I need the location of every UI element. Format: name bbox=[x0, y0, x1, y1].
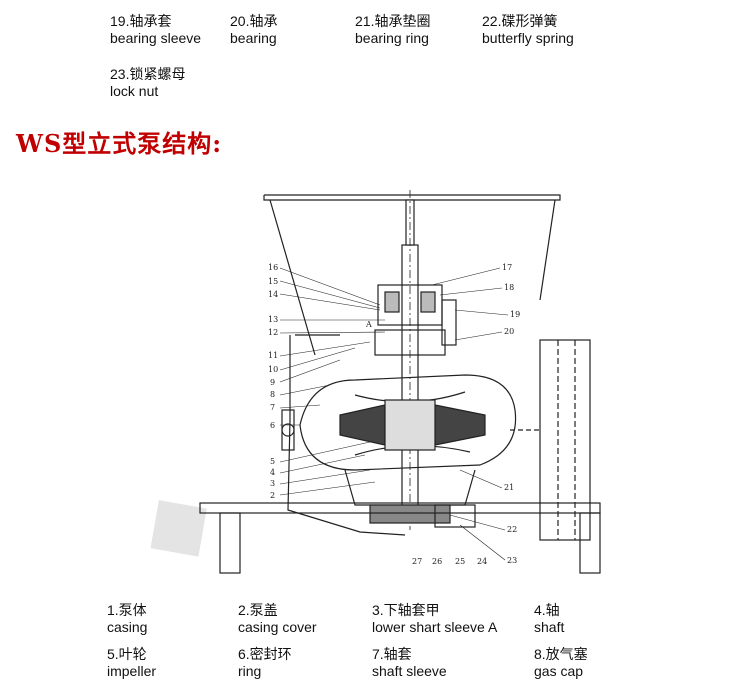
legend-en: casing cover bbox=[238, 619, 317, 635]
callout-10: 10 bbox=[268, 365, 278, 374]
callout-19: 19 bbox=[510, 310, 520, 319]
legend-cn: 3.下轴套甲 bbox=[372, 602, 440, 618]
callout-24: 24 bbox=[477, 557, 487, 566]
legend-cn: 8.放气塞 bbox=[534, 646, 588, 662]
callout-3: 3 bbox=[270, 479, 275, 488]
legend-cn: 21.轴承垫圈 bbox=[355, 13, 431, 29]
callout-21: 21 bbox=[504, 483, 514, 492]
legend-en: gas cap bbox=[534, 663, 584, 679]
callout-4: 4 bbox=[270, 468, 275, 477]
callout-23: 23 bbox=[507, 556, 517, 565]
callout-16: 16 bbox=[268, 263, 278, 272]
callout-27: 27 bbox=[412, 557, 422, 566]
legend-en: lower shart sleeve A bbox=[372, 619, 498, 635]
legend-en: shaft bbox=[534, 619, 565, 635]
pump-cross-section-drawing: 16 15 14 13 12 11 10 9 8 7 6 5 4 3 2 17 … bbox=[180, 180, 610, 575]
legend-cn: 20.轴承 bbox=[230, 13, 278, 29]
legend-item-2: 2.泵盖 casing cover bbox=[238, 602, 317, 636]
legend-item-20: 20.轴承 bearing bbox=[230, 13, 277, 47]
callout-18: 18 bbox=[504, 283, 514, 292]
callout-20: 20 bbox=[504, 327, 514, 336]
callout-14: 14 bbox=[268, 290, 278, 299]
callout-2: 2 bbox=[270, 491, 275, 500]
legend-cn: 5.叶轮 bbox=[107, 646, 147, 662]
legend-item-8: 8.放气塞 gas cap bbox=[534, 646, 588, 680]
callout-11: 11 bbox=[268, 351, 278, 360]
callout-13: 13 bbox=[268, 315, 278, 324]
legend-cn: 2.泵盖 bbox=[238, 602, 278, 618]
callout-6: 6 bbox=[270, 421, 275, 430]
legend-en: ring bbox=[238, 663, 262, 679]
callout-9: 9 bbox=[270, 378, 275, 387]
callout-25: 25 bbox=[455, 557, 465, 566]
legend-cn: 1.泵体 bbox=[107, 602, 147, 618]
legend-cn: 23.锁紧螺母 bbox=[110, 66, 186, 82]
legend-item-23: 23.锁紧螺母 lock nut bbox=[110, 66, 185, 100]
drawing-svg: 16 15 14 13 12 11 10 9 8 7 6 5 4 3 2 17 … bbox=[199, 190, 601, 574]
legend-en: bearing sleeve bbox=[110, 30, 202, 46]
legend-item-1: 1.泵体 casing bbox=[107, 602, 147, 636]
legend-item-4: 4.轴 shaft bbox=[534, 602, 564, 636]
legend-cn: 19.轴承套 bbox=[110, 13, 172, 29]
legend-cn: 4.轴 bbox=[534, 602, 560, 618]
legend-en: butterfly spring bbox=[482, 30, 574, 46]
legend-item-7: 7.轴套 shaft sleeve bbox=[372, 646, 447, 680]
legend-cn: 6.密封环 bbox=[238, 646, 292, 662]
callout-26: 26 bbox=[432, 557, 442, 566]
callout-15: 15 bbox=[268, 277, 278, 286]
legend-item-3: 3.下轴套甲 lower shart sleeve A bbox=[372, 602, 497, 636]
legend-en: shaft sleeve bbox=[372, 663, 447, 679]
legend-item-19: 19.轴承套 bearing sleeve bbox=[110, 13, 201, 47]
callout-8: 8 bbox=[270, 390, 275, 399]
section-title: WS型立式泵结构: bbox=[16, 129, 223, 158]
legend-en: casing bbox=[107, 619, 148, 635]
legend-cn: 22.碟形弹簧 bbox=[482, 13, 558, 29]
legend-en: bearing ring bbox=[355, 30, 429, 46]
callout-7: 7 bbox=[270, 403, 275, 412]
legend-en: impeller bbox=[107, 663, 157, 679]
callout-12: 12 bbox=[268, 328, 278, 337]
legend-item-22: 22.碟形弹簧 butterfly spring bbox=[482, 13, 574, 47]
callout-22: 22 bbox=[507, 525, 517, 534]
legend-item-6: 6.密封环 ring bbox=[238, 646, 292, 680]
legend-en: lock nut bbox=[110, 83, 159, 99]
legend-item-21: 21.轴承垫圈 bearing ring bbox=[355, 13, 430, 47]
legend-cn: 7.轴套 bbox=[372, 646, 412, 662]
legend-item-5: 5.叶轮 impeller bbox=[107, 646, 156, 680]
legend-en: bearing bbox=[230, 30, 277, 46]
callout-a: A bbox=[365, 320, 372, 329]
callout-17: 17 bbox=[502, 263, 512, 272]
callout-5: 5 bbox=[270, 457, 275, 466]
